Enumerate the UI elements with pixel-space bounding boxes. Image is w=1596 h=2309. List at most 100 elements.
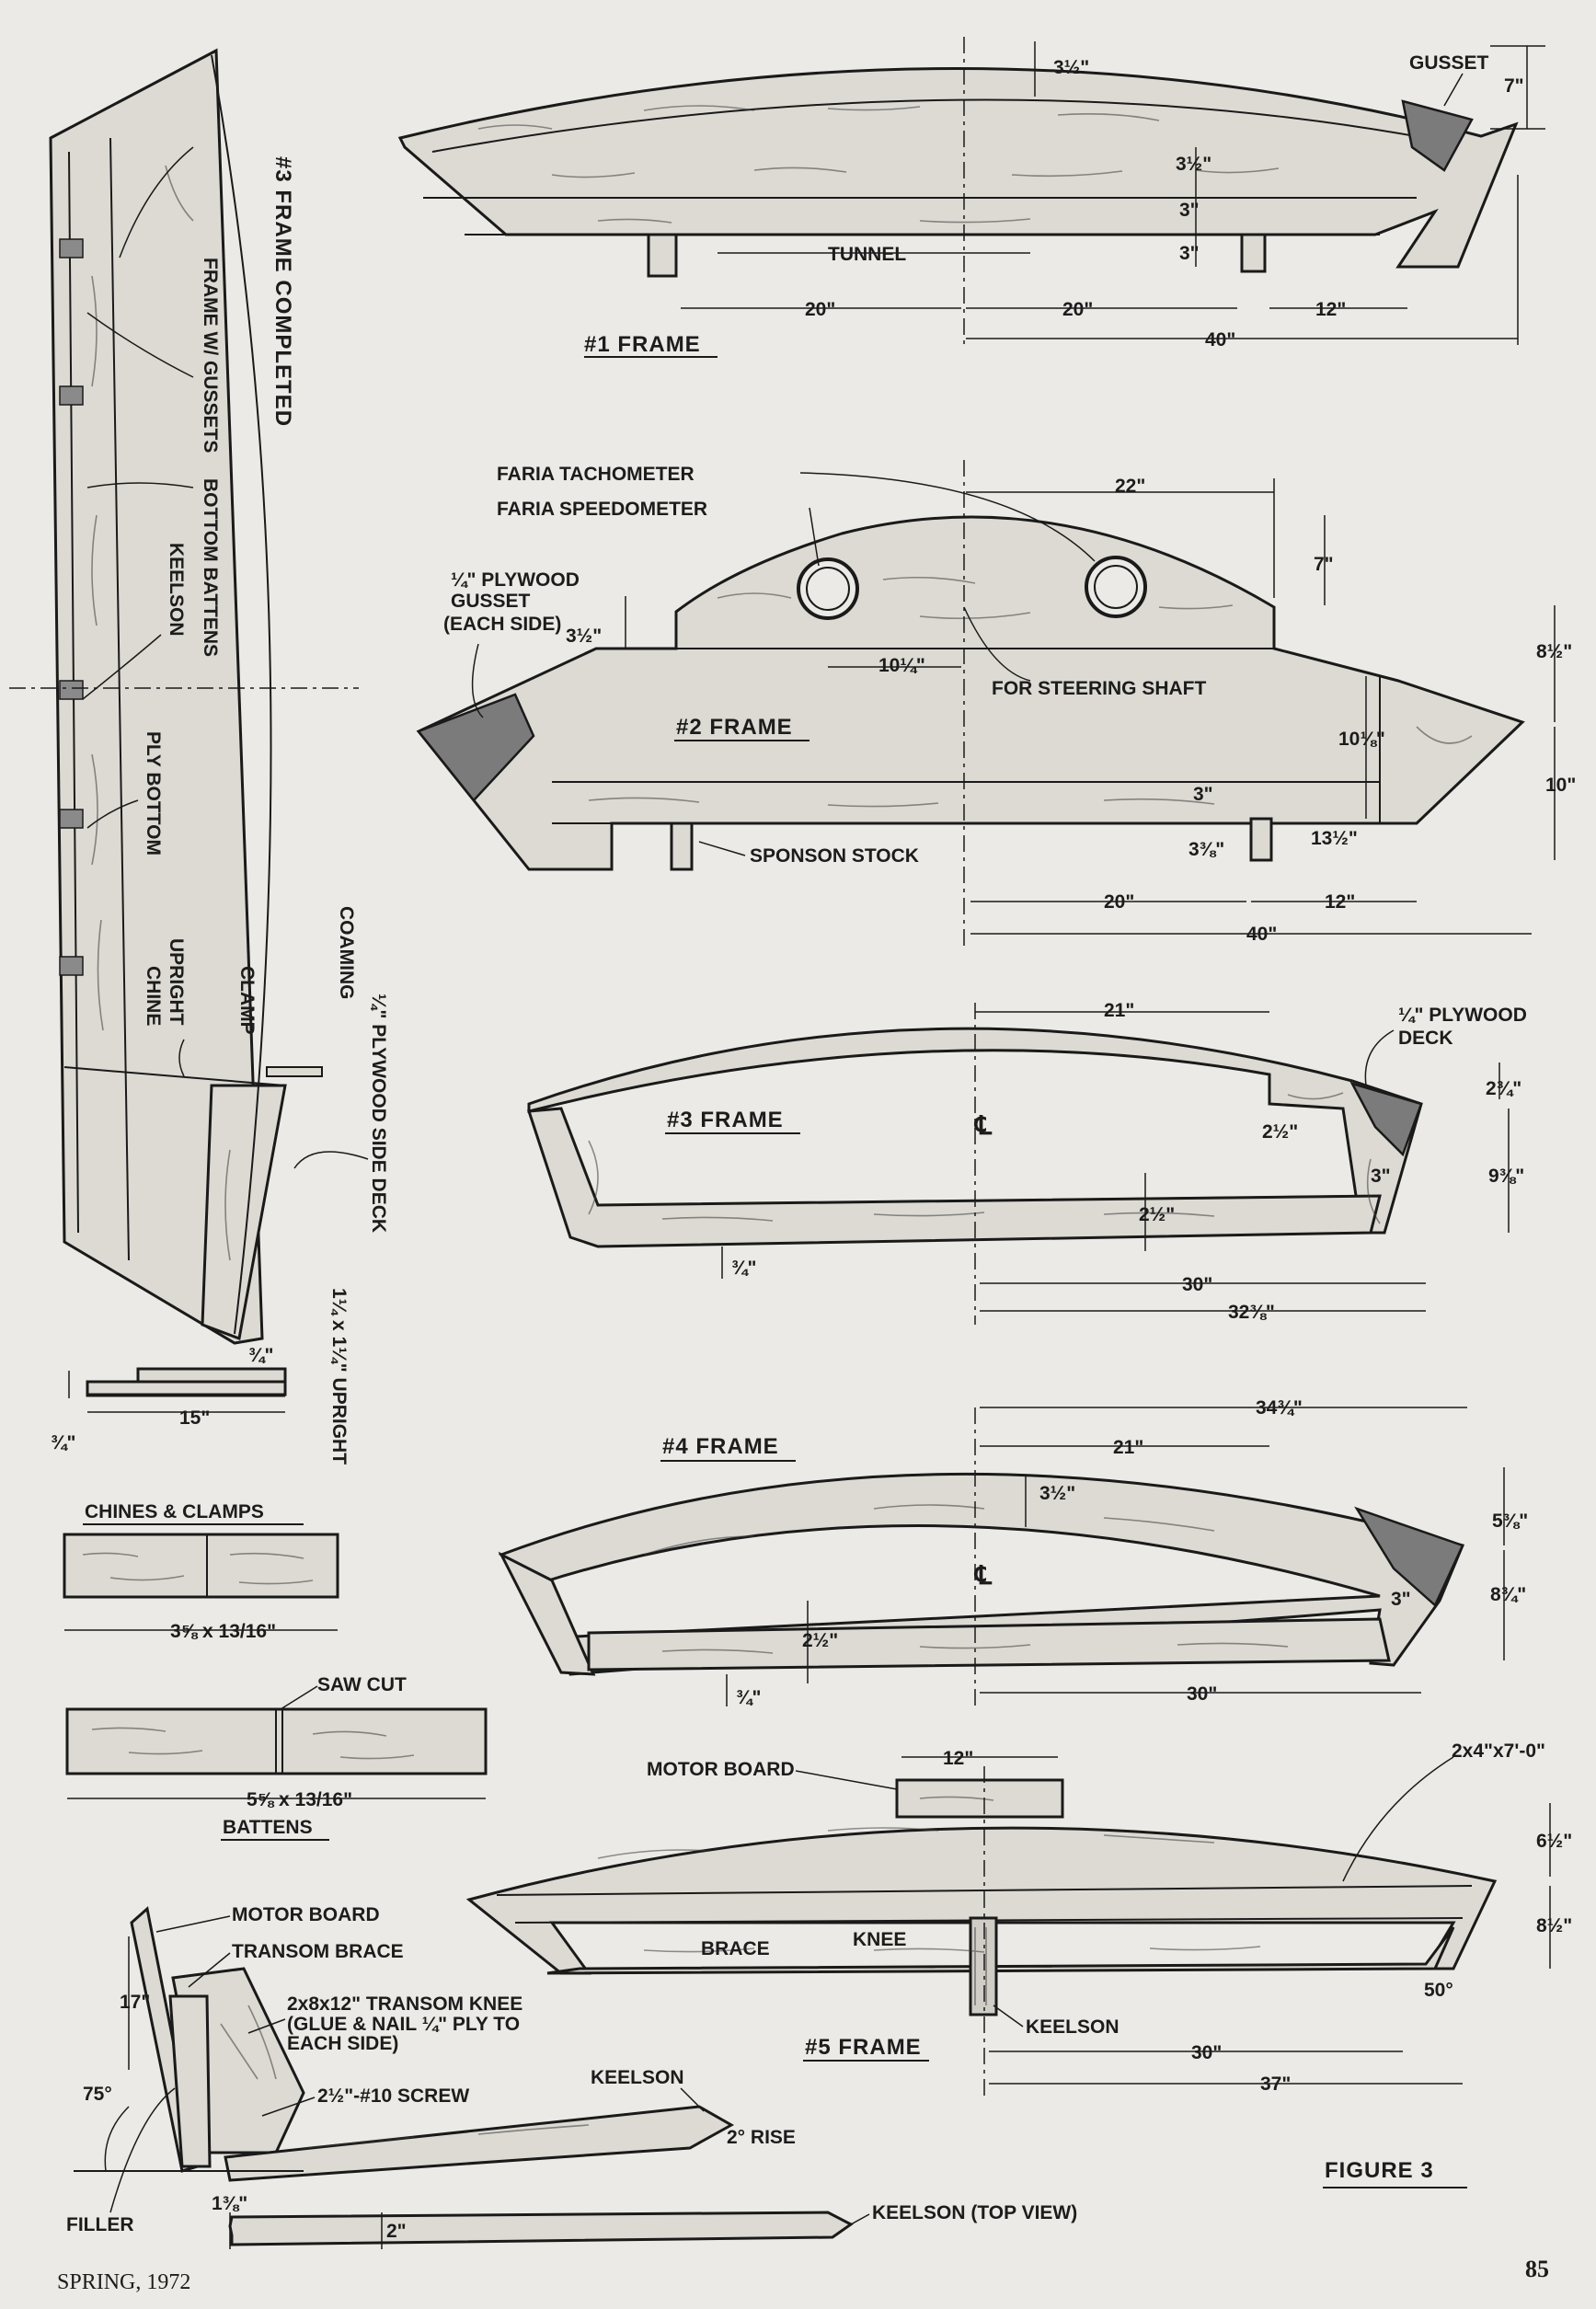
f1-dim-40: 40" [1205, 329, 1235, 350]
f4-dim-34-3-4: 34¾" [1256, 1397, 1303, 1419]
f2-dim-7: 7" [1314, 554, 1334, 575]
transom-brace-label: TRANSOM BRACE [232, 1941, 404, 1962]
frame-2-title: #2 FRAME [676, 715, 793, 740]
deck-note-2: DECK [1398, 1028, 1453, 1049]
tach-label: FARIA TACHOMETER [497, 464, 695, 485]
upright-label: UPRIGHT [166, 938, 187, 1026]
battens-label: BOTTOM BATTENS [200, 478, 221, 657]
f1-dim-3half: 3½" [1176, 154, 1211, 175]
knee-label: KNEE [853, 1929, 906, 1950]
transom-knee-1: 2x8x12" TRANSOM KNEE [287, 1993, 522, 2015]
f1-dim-20b: 20" [1062, 299, 1093, 320]
f3-dim-21: 21" [1104, 1000, 1134, 1021]
coaming-label: COAMING [336, 906, 357, 1000]
transom-knee-2: (GLUE & NAIL ¼" PLY TO [287, 2014, 520, 2035]
f2-dim-12: 12" [1325, 891, 1355, 913]
frame-4: ℄ #4 FRAME 34¾" 21" 3½" 5⅜" 8¾" 3" 2½" ¾… [498, 1397, 1528, 1711]
transom-motor-board: MOTOR BOARD [232, 1904, 380, 1925]
frame-3: #3 FRAME ℄ 21" ¼" PLYWOOD DECK 2¾" 2½" 3… [526, 1000, 1527, 1325]
frame-3-centerline: ℄ [973, 1111, 993, 1140]
f5-keelson-label: KEELSON [1026, 2016, 1119, 2038]
f3-dim-2half-b: 2½" [1139, 1204, 1175, 1225]
transom-detail: MOTOR BOARD TRANSOM BRACE 2x8x12" TRANSO… [66, 1904, 1077, 2249]
f4-dim-30: 30" [1187, 1683, 1217, 1705]
speedo-label: FARIA SPEEDOMETER [497, 499, 707, 520]
upright-dim-15: 15" [179, 1407, 210, 1429]
f1-dim-3b: 3" [1179, 243, 1200, 264]
f4-dim-21: 21" [1113, 1437, 1143, 1458]
keelson-dim-2: 2" [386, 2221, 407, 2242]
lumber-label: 2x4"x7'-0" [1452, 1740, 1545, 1762]
side-deck-label: ¼" PLYWOOD SIDE DECK [368, 994, 389, 1233]
f5-dim-37: 37" [1260, 2074, 1291, 2095]
f3-dim-3: 3" [1371, 1166, 1391, 1187]
f4-dim-8-3-4: 8¾" [1490, 1584, 1526, 1605]
upright-dim-3-4: ¾" [248, 1345, 273, 1366]
deck-note-1: ¼" PLYWOOD [1398, 1005, 1527, 1026]
f1-dim-3a: 3" [1179, 200, 1200, 221]
frame-4-title: #4 FRAME [662, 1434, 779, 1459]
clamp-label: CLAMP [236, 966, 258, 1035]
gusset-note-1: ¼" PLYWOOD [451, 569, 580, 591]
f4-dim-3-4: ¾" [736, 1687, 761, 1708]
ply-bottom-label: PLY BOTTOM [143, 731, 164, 856]
f2-dim-20: 20" [1104, 891, 1134, 913]
frame-2: FARIA TACHOMETER FARIA SPEEDOMETER ¼" PL… [416, 460, 1576, 948]
f5-dim-8half: 8½" [1536, 1915, 1572, 1936]
f3-dim-32-3-8: 32⅜" [1228, 1302, 1275, 1323]
frame-1-title: #1 FRAME [584, 332, 701, 357]
f4-dim-2half: 2½" [802, 1630, 838, 1651]
frame-5: MOTOR BOARD 12" 2x4"x7'-0" 6½" 8½" BRACE… [465, 1740, 1572, 2097]
completed-title: #3 FRAME COMPLETED [270, 156, 295, 427]
f3-dim-30: 30" [1182, 1274, 1212, 1295]
footer-issue: SPRING, 1972 [57, 2270, 190, 2294]
f5-dim-50: 50° [1424, 1980, 1453, 2001]
f3-dim-9-3-8: 9⅜" [1488, 1166, 1524, 1187]
f3-dim-2half-a: 2½" [1262, 1121, 1298, 1143]
f2-dim-13half: 13½" [1311, 828, 1358, 849]
transom-dim-17: 17" [120, 1992, 150, 2013]
f4-dim-3half: 3½" [1039, 1483, 1075, 1504]
upright-title: 1¼ x 1¼" UPRIGHT [328, 1288, 350, 1465]
tunnel-label: TUNNEL [828, 244, 906, 265]
frame-3-completed: #3 FRAME COMPLETED FRAME W/ GUSSETS BOTT… [9, 48, 389, 1345]
sponson-label: SPONSON STOCK [750, 845, 919, 867]
f2-dim-40: 40" [1246, 924, 1277, 945]
keelson-dim-1-3-8: 1⅜" [212, 2193, 247, 2214]
frame-1: 3½" 7" GUSSET 3½" 3" 3" TUNNEL 20" 20" 1… [397, 37, 1545, 358]
f2-dim-8half: 8½" [1536, 641, 1572, 662]
f2-dim-10quarter: 10¼" [878, 655, 925, 676]
brace-label: BRACE [701, 1938, 770, 1959]
keelson-top-label: KEELSON (TOP VIEW) [872, 2202, 1077, 2223]
upright-detail: 15" ¾" ¾" 1¼ x 1¼" UPRIGHT [51, 1288, 350, 1465]
f4-dim-5-3-8: 5⅜" [1492, 1511, 1528, 1532]
filler-label: FILLER [66, 2214, 134, 2235]
keelson-label: KEELSON [166, 543, 187, 637]
frame-4-centerline: ℄ [973, 1561, 993, 1590]
page-number: 85 [1525, 2256, 1549, 2282]
screw-label: 2½"-#10 SCREW [317, 2085, 469, 2107]
f1-dim-20a: 20" [805, 299, 835, 320]
f3-dim-3-4: ¾" [731, 1258, 756, 1279]
f4-dim-3: 3" [1391, 1589, 1411, 1610]
gusset-label: GUSSET [1409, 52, 1489, 74]
f2-dim-3-3-8: 3⅜" [1188, 839, 1224, 860]
upright-dim-3-4b: ¾" [51, 1432, 75, 1453]
f2-dim-3half: 3½" [566, 626, 602, 647]
frame-3-title: #3 FRAME [667, 1108, 784, 1132]
gusset-note-3: (EACH SIDE) [443, 614, 561, 635]
steering-label: FOR STEERING SHAFT [992, 678, 1207, 699]
f2-dim-22: 22" [1115, 476, 1145, 497]
f5-dim-30: 30" [1191, 2042, 1222, 2063]
figure-label: FIGURE 3 [1325, 2158, 1434, 2183]
gussets-label: FRAME W/ GUSSETS [200, 258, 221, 453]
transom-knee-3: EACH SIDE) [287, 2033, 398, 2054]
f2-dim-10eighth: 10⅛" [1338, 729, 1385, 750]
f2-dim-3: 3" [1193, 784, 1213, 805]
chines-title: CHINES & CLAMPS [85, 1501, 264, 1522]
battens-dim: 5⅝ x 13/16" [247, 1789, 352, 1810]
saw-cut-label: SAW CUT [317, 1674, 407, 1695]
f1-dim-12: 12" [1315, 299, 1346, 320]
